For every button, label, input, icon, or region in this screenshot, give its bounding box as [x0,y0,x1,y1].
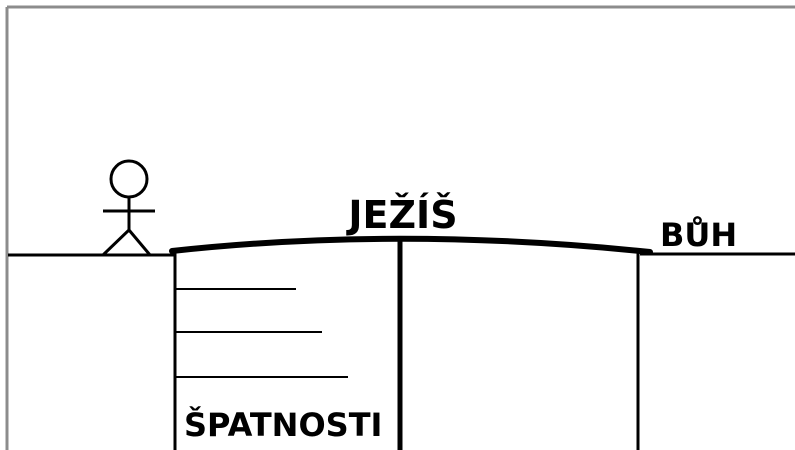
bridge-beam [172,239,650,252]
jesus-label: JEŽÍŠ [345,193,457,237]
god-label: BŮH [660,215,737,254]
stick-figure-icon [103,161,155,255]
sins-label: ŠPATNOSTI [184,405,382,444]
